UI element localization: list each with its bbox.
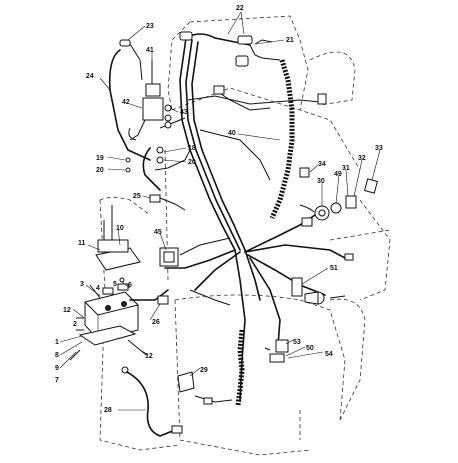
upper-parts <box>119 31 354 261</box>
callout: 20 <box>96 167 104 174</box>
callout: 53 <box>293 339 301 346</box>
callout: 7 <box>55 377 59 384</box>
callout: 41 <box>146 47 154 54</box>
solenoid-assembly <box>108 43 172 191</box>
callout: 8 <box>55 352 59 359</box>
lower-parts <box>157 291 346 405</box>
callout: 12 <box>63 307 71 314</box>
callout: 33 <box>375 145 383 152</box>
callout: 28 <box>104 407 112 414</box>
callout: 3 <box>80 281 84 288</box>
callout: 5 <box>113 281 117 288</box>
callout: 9 <box>55 365 59 372</box>
callout: 2 <box>73 321 77 328</box>
callout: 4 <box>96 285 100 292</box>
callout: 6 <box>128 282 132 289</box>
callout: 31 <box>342 165 350 172</box>
callout: 50 <box>306 345 314 352</box>
callout: 10 <box>116 225 124 232</box>
callout: 42 <box>122 99 130 106</box>
ground-wire <box>121 366 183 437</box>
callout: 24 <box>86 73 94 80</box>
callout: 21 <box>286 37 294 44</box>
callout: 30 <box>317 178 325 185</box>
callout: 32 <box>358 155 366 162</box>
callout: 26 <box>152 319 160 326</box>
right-switches <box>299 167 378 221</box>
callout: 43 <box>180 109 188 116</box>
tractor-outline <box>99 15 391 456</box>
callout: 20 <box>188 159 196 166</box>
mid-left-parts <box>103 194 303 297</box>
callout: 49 <box>334 171 342 178</box>
callout: 45 <box>154 229 162 236</box>
callout: 29 <box>200 367 208 374</box>
callout: 23 <box>146 23 154 30</box>
callout: 1 <box>55 339 59 346</box>
leader-lines <box>59 11 381 411</box>
conduit <box>235 59 295 406</box>
callout: 34 <box>318 161 326 168</box>
callout: 11 <box>78 240 86 247</box>
callout: 25 <box>133 193 141 200</box>
callout: 12 <box>145 353 153 360</box>
callout: 51 <box>330 265 338 272</box>
callouts: 22 23 21 41 24 43 42 19 18 20 20 40 34 3… <box>55 5 383 414</box>
callout: 19 <box>96 155 104 162</box>
callout: 22 <box>236 5 244 12</box>
callout: 18 <box>188 145 196 152</box>
callout: 54 <box>325 351 333 358</box>
battery-assembly <box>69 239 169 361</box>
callout: 40 <box>228 130 236 137</box>
